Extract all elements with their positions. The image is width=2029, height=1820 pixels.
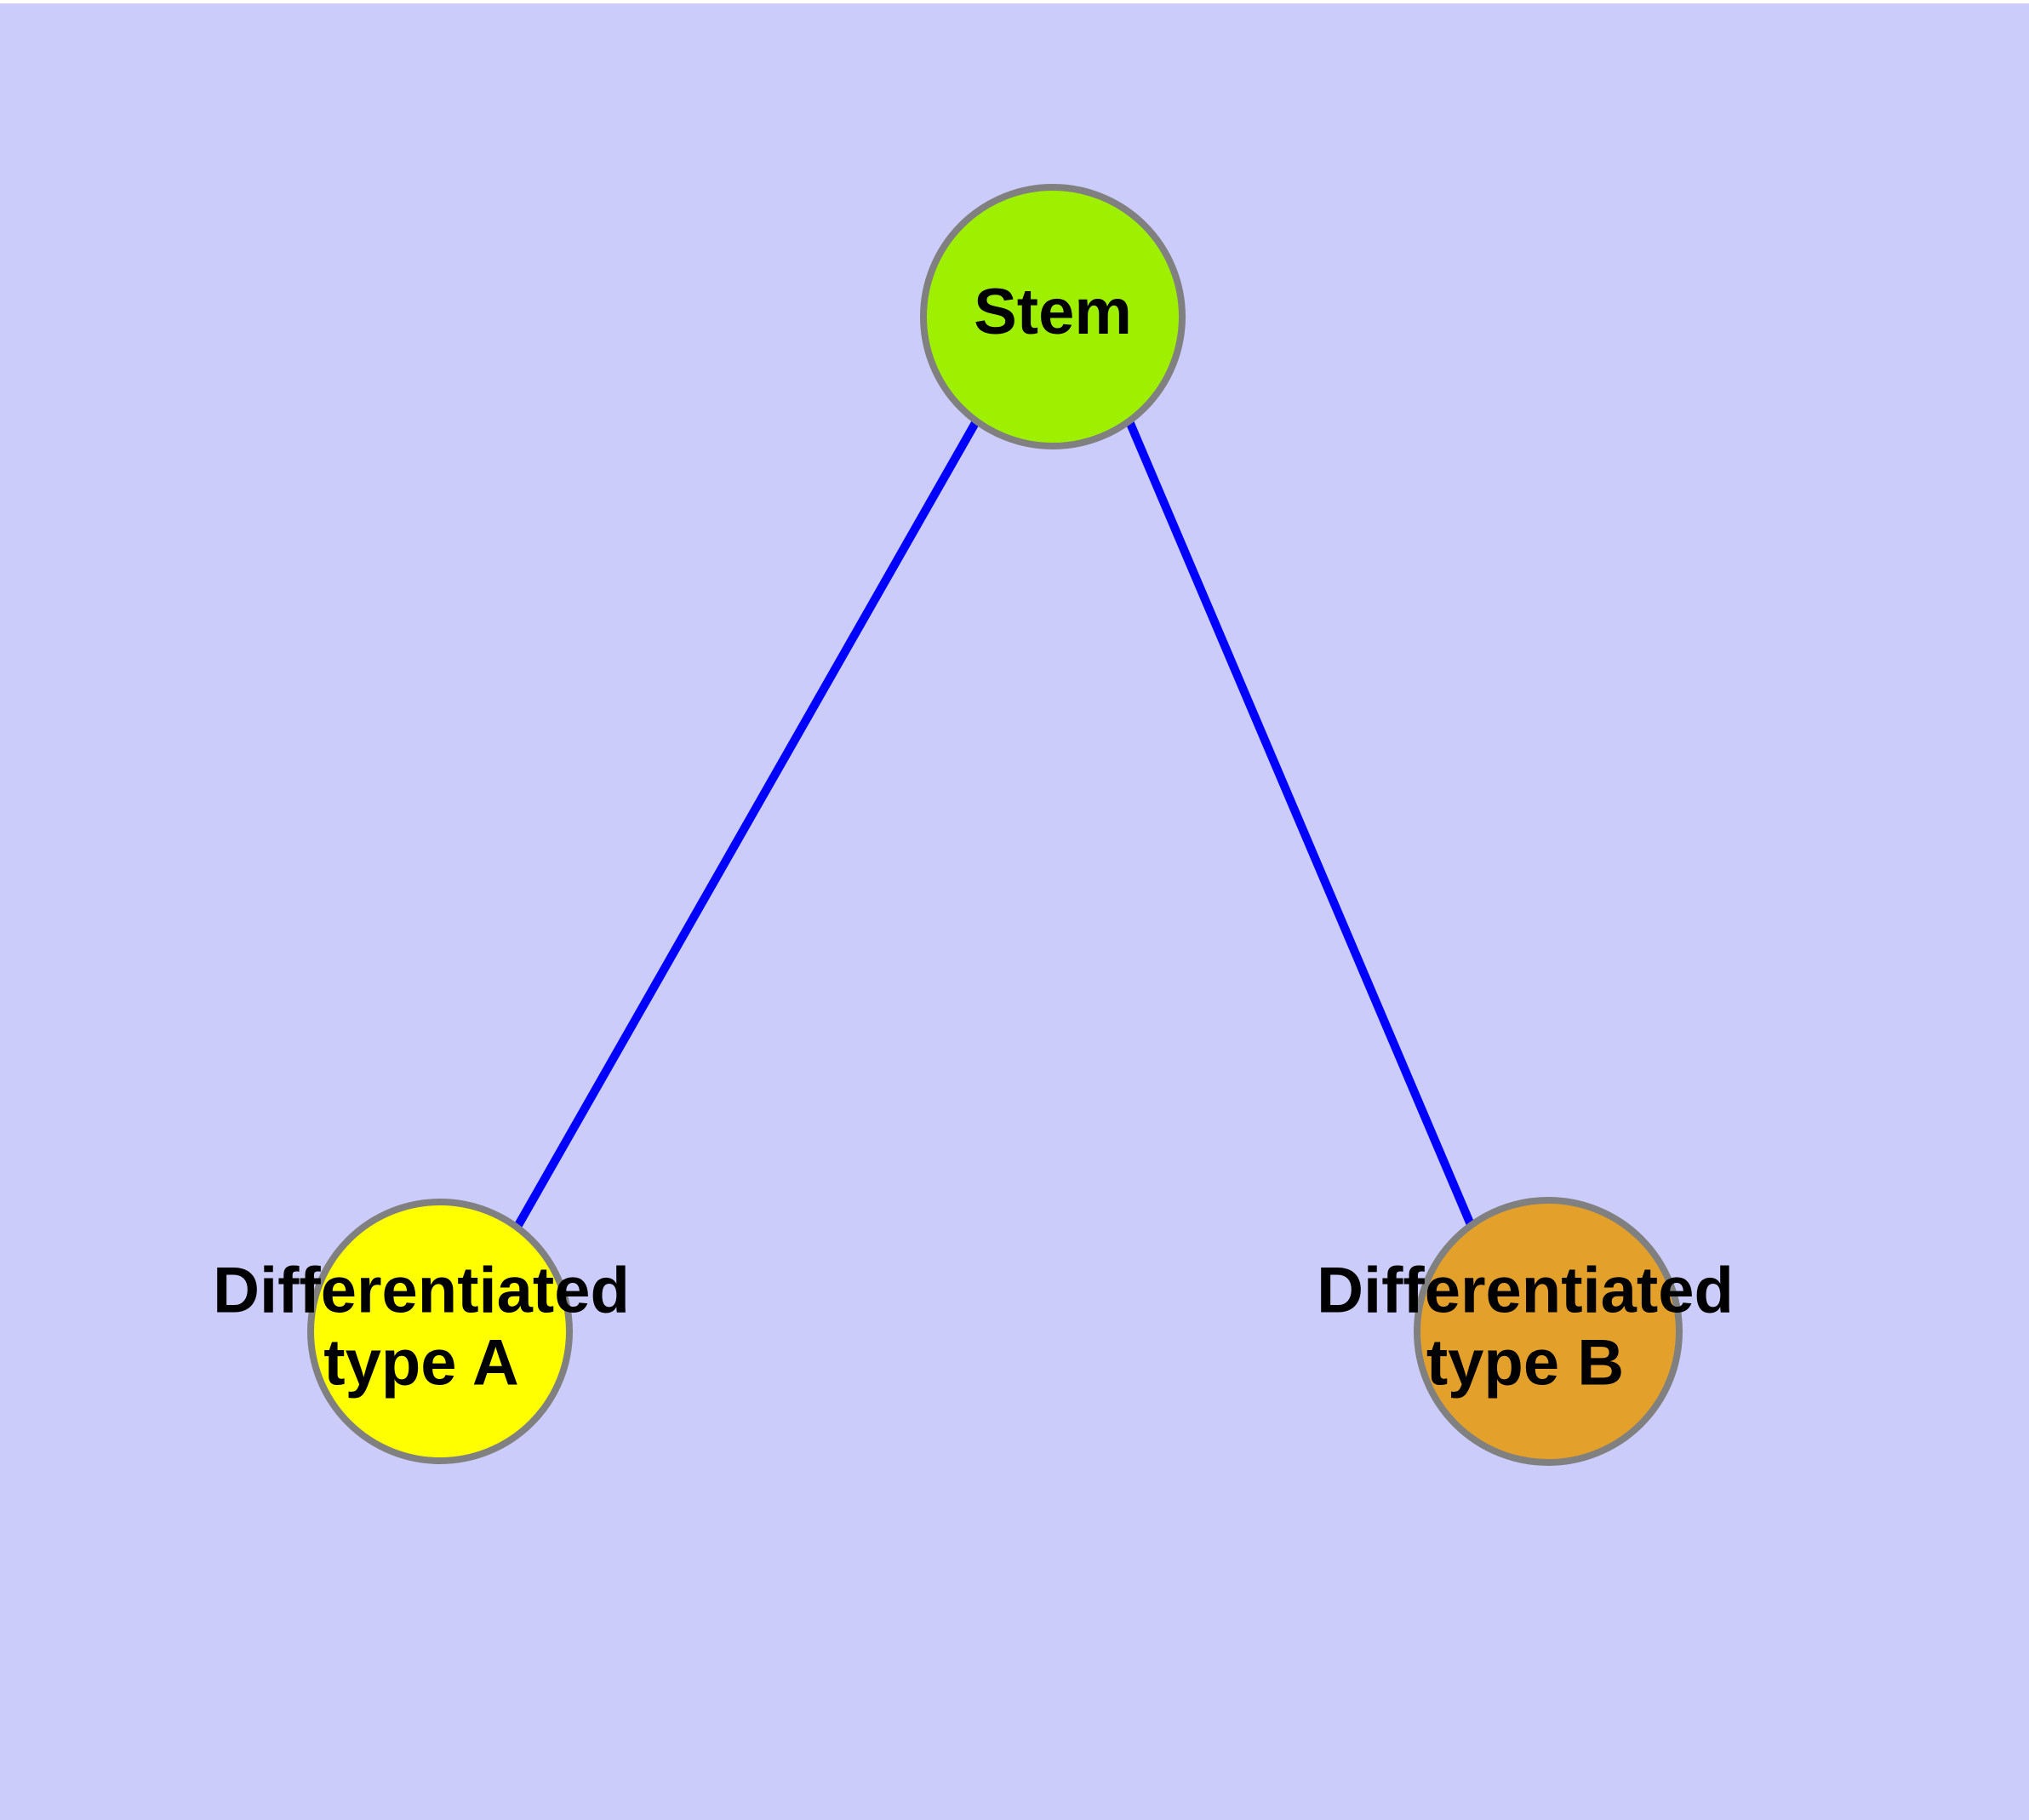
node-differentiated-type-b[interactable] — [1414, 1197, 1683, 1466]
edges-layer — [513, 419, 1476, 1229]
edge-stem-to-differentiated-type-b[interactable] — [1125, 420, 1476, 1228]
node-differentiated-type-a[interactable] — [307, 1199, 573, 1464]
nodes-layer — [307, 184, 1683, 1466]
node-stem[interactable] — [920, 184, 1186, 449]
edge-stem-to-differentiated-type-a[interactable] — [513, 419, 980, 1229]
node-label-stem: Stem — [974, 276, 1132, 348]
